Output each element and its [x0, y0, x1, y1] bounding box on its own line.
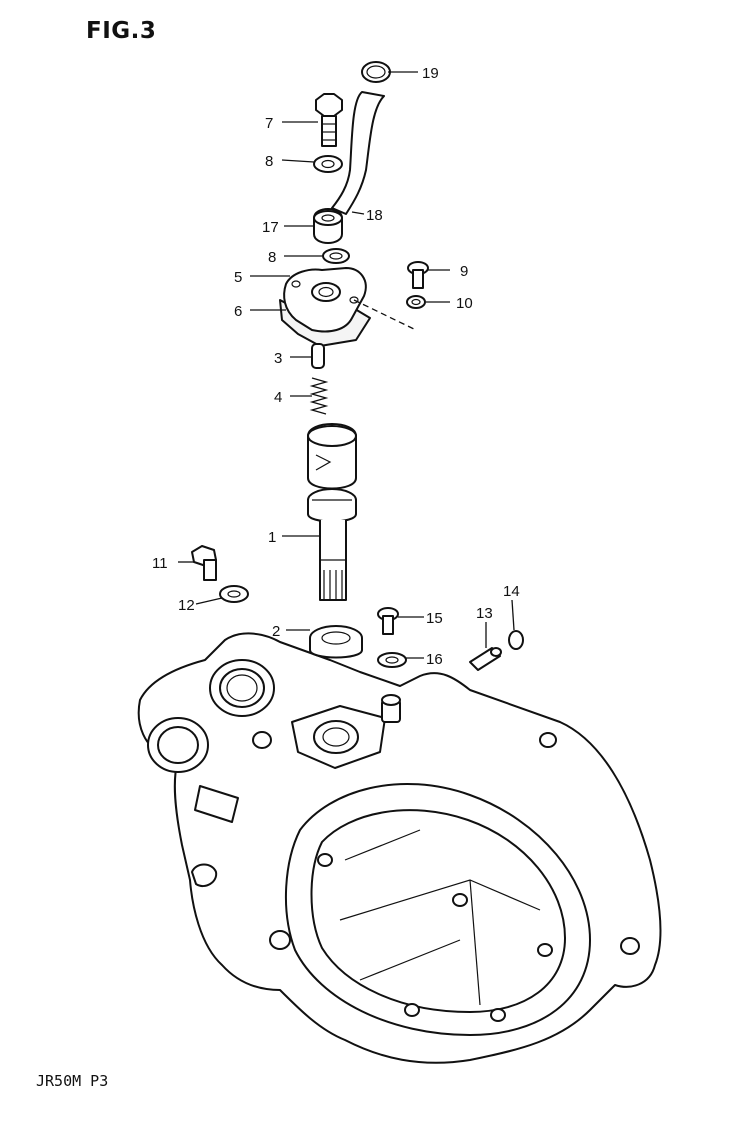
banjo-bolt [315, 93, 343, 147]
callout-16: 16 [426, 651, 443, 668]
callout-3: 3 [274, 350, 282, 367]
callout-18: 18 [366, 207, 383, 224]
washer-upper [313, 155, 343, 173]
washer-10 [406, 295, 426, 309]
callout-6: 6 [234, 303, 242, 320]
spring [309, 377, 329, 415]
callout-4: 4 [274, 389, 282, 406]
pump-shaft [307, 488, 357, 601]
callout-11: 11 [152, 555, 168, 572]
figure-title: FIG.3 [86, 18, 157, 44]
callout-19: 19 [422, 65, 439, 82]
callout-2: 2 [272, 623, 280, 640]
washer-lower [322, 248, 350, 264]
callout-8-upper: 8 [265, 153, 273, 170]
hose-clip-top [361, 61, 391, 83]
callout-14: 14 [503, 583, 520, 600]
screw-15 [377, 607, 399, 635]
oil-seal [309, 625, 363, 659]
callout-5: 5 [234, 269, 242, 286]
pump-cover [283, 267, 367, 333]
pump-plunger-cap [307, 423, 357, 490]
callout-15: 15 [426, 610, 443, 627]
callout-12: 12 [178, 597, 195, 614]
crankcase-cover [137, 632, 662, 1064]
dowel-13 [469, 647, 502, 671]
banjo-fitting [313, 208, 343, 244]
callout-13: 13 [476, 605, 493, 622]
o-ring-14 [508, 630, 524, 650]
screw-9 [407, 261, 429, 289]
callout-17: 17 [262, 219, 279, 236]
callout-1: 1 [268, 529, 276, 546]
callout-8-lower: 8 [268, 249, 276, 266]
callouts: 7 8 17 8 5 6 3 4 1 2 11 12 19 18 9 10 15… [152, 65, 520, 668]
footer-code: JR50M P3 [36, 1072, 109, 1090]
callout-7: 7 [265, 115, 273, 132]
callout-10: 10 [456, 295, 473, 312]
washer-12 [219, 585, 249, 603]
washer-16 [377, 652, 407, 668]
bolt-11 [191, 545, 217, 581]
leader-lines [178, 71, 515, 659]
callout-9: 9 [460, 263, 468, 280]
pin [311, 343, 325, 369]
